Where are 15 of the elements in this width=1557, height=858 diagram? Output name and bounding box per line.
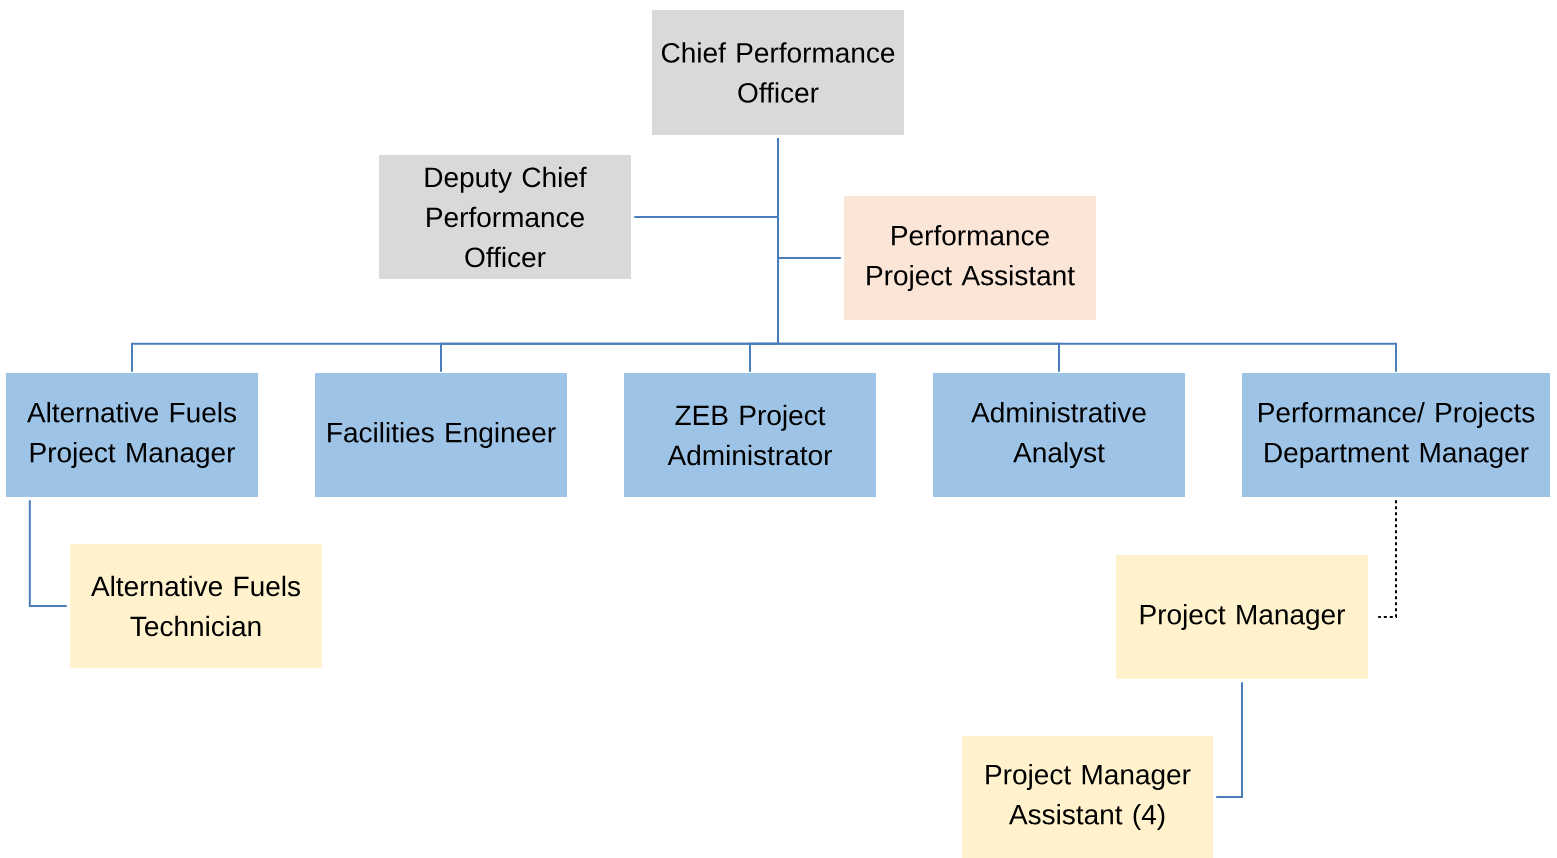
connector-line xyxy=(1377,499,1397,618)
position-box: Administrative Analyst xyxy=(933,373,1185,497)
position-box: Chief Performance Officer xyxy=(652,10,904,135)
connector-line xyxy=(777,137,1397,373)
position-box: Project Manager Assistant (4) xyxy=(962,736,1213,858)
position-box: ZEB Project Administrator xyxy=(624,373,876,497)
position-box: Alternative Fuels Project Manager xyxy=(6,373,258,497)
position-box: Facilities Engineer xyxy=(315,373,567,497)
position-box: Deputy Chief Performance Officer xyxy=(379,155,631,279)
position-box: Performance Project Assistant xyxy=(844,196,1096,320)
connector-line xyxy=(1215,681,1243,798)
position-box: Project Manager xyxy=(1116,555,1368,679)
position-box: Alternative Fuels Technician xyxy=(70,544,322,668)
connector-line xyxy=(28,499,68,607)
position-box: Performance/ Projects Department Manager xyxy=(1242,373,1550,497)
